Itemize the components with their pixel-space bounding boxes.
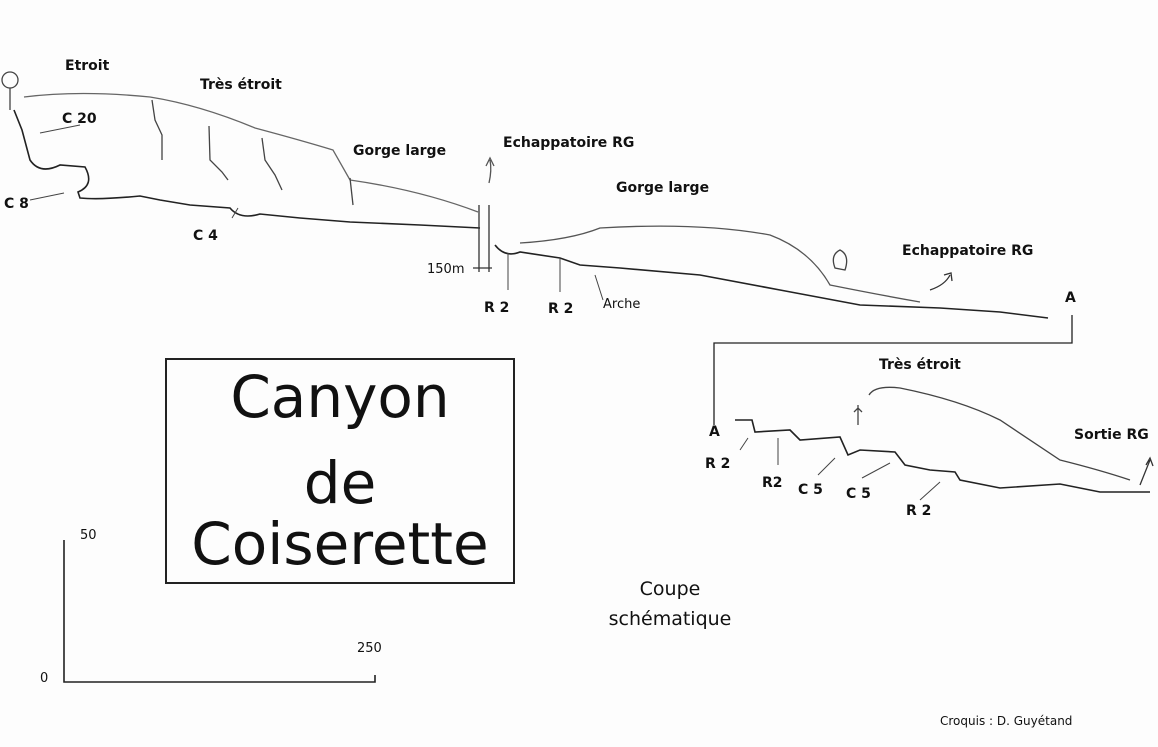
label-r2: R 2	[906, 503, 932, 519]
cliff-fracture	[151, 99, 163, 160]
label-tres-etroit: Très étroit	[200, 77, 282, 93]
subtitle-line-1: Coupe	[639, 578, 701, 600]
scale-label-end: 250	[357, 641, 382, 656]
lower-floor-line	[735, 419, 1150, 493]
label-c4: C 4	[193, 228, 218, 244]
cliff-fracture	[261, 137, 283, 191]
label-echappatoire: Echappatoire RG	[503, 135, 635, 151]
scale-label-top: 50	[80, 528, 97, 543]
upper-floor-line-2	[494, 244, 1049, 319]
subtitle: Coupe schématique	[590, 574, 750, 634]
upper-rim-line	[23, 92, 479, 213]
tree-icon	[832, 249, 848, 271]
subtitle-line-2: schématique	[608, 608, 732, 630]
label-r2: R 2	[548, 301, 574, 317]
label-c5: C 5	[798, 482, 823, 498]
title-line-3: Coiserette	[191, 510, 489, 578]
label-r2: R 2	[705, 456, 731, 472]
label-c20: C 20	[62, 111, 97, 127]
label-gorge-large: Gorge large	[616, 180, 710, 196]
label-connector-a: A	[1065, 290, 1076, 306]
upper-rim-line-2	[519, 225, 921, 303]
title-box: Canyon de Coiserette	[165, 358, 515, 584]
label-arche: Arche	[603, 297, 641, 312]
cliff-fracture	[208, 125, 229, 181]
section-break-line	[473, 205, 492, 272]
label-r2: R2	[762, 475, 783, 491]
plant-icon	[853, 405, 863, 425]
tree-icon	[1, 71, 19, 89]
label-etroit: Etroit	[65, 58, 110, 74]
scale-label-origin: 0	[40, 671, 49, 686]
lower-rim-line	[868, 386, 1131, 481]
label-distance: 150m	[427, 262, 465, 277]
cliff-fracture	[349, 177, 354, 206]
credit: Croquis : D. Guyétand	[940, 714, 1073, 728]
upper-floor-line	[13, 109, 481, 229]
label-connector-a: A	[709, 424, 720, 440]
title-line-1: Canyon	[230, 363, 450, 431]
label-tres-etroit: Très étroit	[879, 357, 961, 373]
label-c8: C 8	[4, 196, 29, 212]
sortie-arrow	[1139, 456, 1154, 486]
echappatoire-arrow	[485, 156, 495, 184]
title-line-2: de	[303, 449, 377, 517]
label-sortie: Sortie RG	[1074, 427, 1149, 443]
echappatoire-arrow-2	[929, 272, 953, 291]
connector-line	[713, 315, 1073, 425]
label-c5: C 5	[846, 486, 871, 502]
label-echappatoire: Echappatoire RG	[902, 243, 1034, 259]
scale-bar	[63, 540, 376, 683]
label-r2: R 2	[484, 300, 510, 316]
label-gorge-large: Gorge large	[353, 143, 447, 159]
